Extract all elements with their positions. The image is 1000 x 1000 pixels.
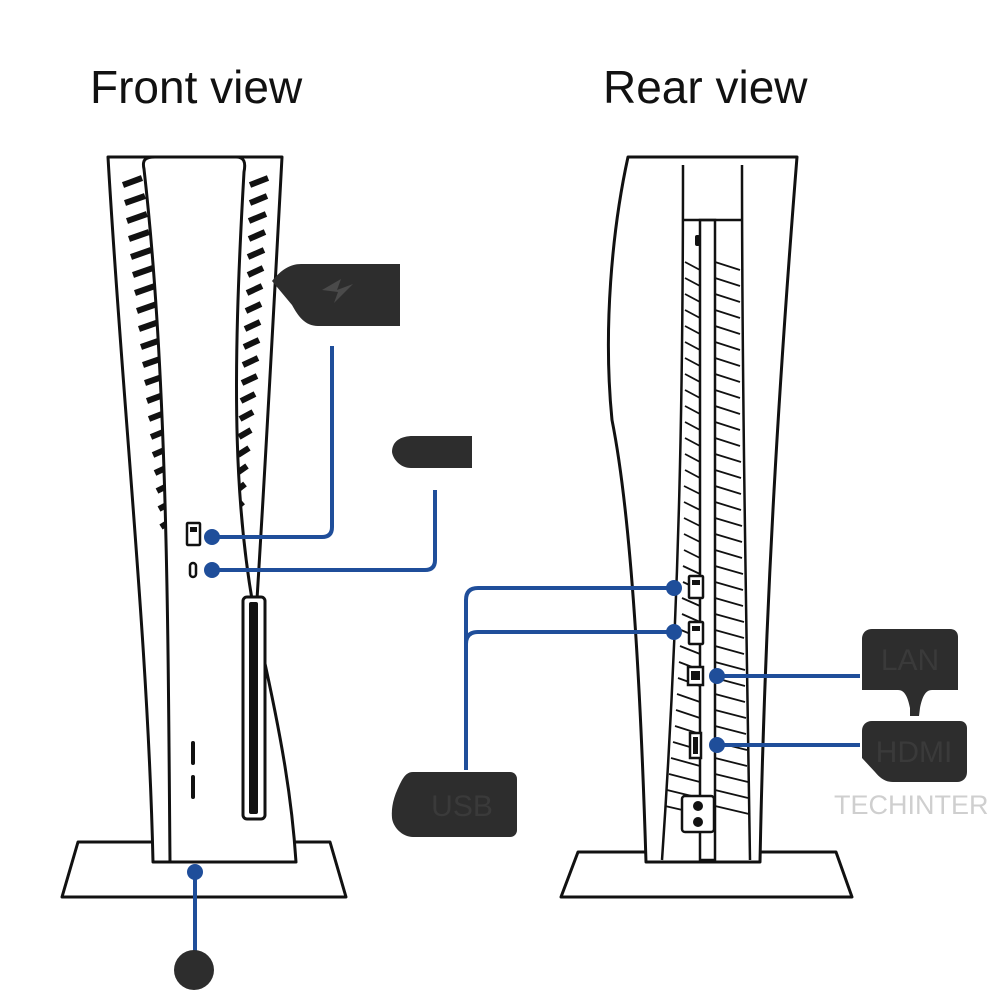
rear-console [559, 155, 854, 899]
rear-usb-a-1-callout-dot [666, 580, 682, 596]
front-right-vents [233, 175, 270, 512]
front-view-title: Front view [90, 61, 303, 113]
front-button-top [191, 741, 195, 765]
front-button-bottom [191, 775, 195, 799]
rear-cooling-fins [664, 261, 750, 815]
stand-screw-cap [174, 950, 214, 990]
rear-lan-callout-dot [709, 668, 725, 684]
rear-usb-a-port-2 [687, 620, 705, 646]
front-usb-a-callout-dot [204, 529, 220, 545]
front-console [60, 155, 348, 899]
rear-hdmi-callout-dot [709, 737, 725, 753]
lan-dust-plug: LAN [862, 629, 958, 716]
rear-usb-a-2-callout-dot [666, 624, 682, 640]
usb-dust-plug: USB [391, 772, 517, 837]
rear-top-slot [695, 235, 700, 246]
lightning-bolt-icon [322, 279, 353, 303]
usb-plug-label: USB [431, 790, 493, 823]
watermark-text: TECHINTER [834, 790, 989, 820]
usb-c-dust-plug [392, 436, 472, 468]
rear-power-port [680, 794, 716, 834]
hdmi-plug-label: HDMI [876, 736, 953, 769]
figure-eight-power-icon [693, 801, 703, 827]
stand-screw-callout-dot [187, 864, 203, 880]
front-usb-a-port [185, 521, 202, 547]
hdmi-dust-plug: HDMI [862, 721, 967, 782]
rear-usb-a-port-1 [687, 574, 705, 600]
front-usb-c-port [188, 561, 198, 579]
rear-view-title: Rear view [603, 61, 808, 113]
rear-callouts [464, 586, 860, 770]
front-callouts [193, 346, 437, 952]
usb-c-power-plug [272, 264, 400, 326]
lan-plug-label: LAN [881, 644, 939, 677]
front-usb-c-callout-dot [204, 562, 220, 578]
